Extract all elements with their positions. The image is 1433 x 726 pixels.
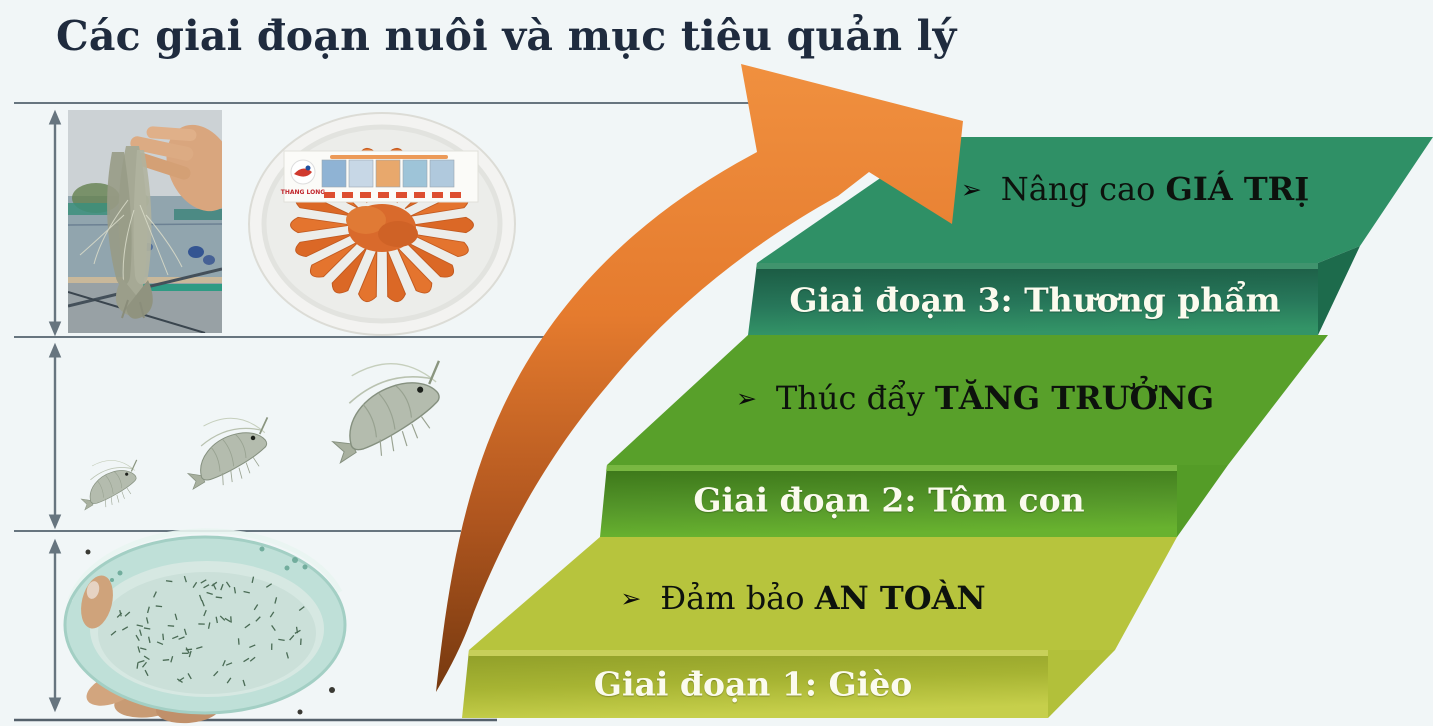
goal-stage2: ➢ Thúc đẩy TĂNG TRƯỞNG — [736, 379, 1214, 417]
step1-riser — [462, 650, 1048, 718]
goal-text: Thúc đẩy TĂNG TRƯỞNG — [775, 379, 1215, 417]
brand-label-band: THANG LONG — [281, 150, 479, 203]
stage1-label: Giai đoạn 1: Gièo — [593, 664, 913, 704]
step3-side — [1318, 246, 1360, 335]
step1-side — [1048, 650, 1115, 718]
stage3-label: Giai đoạn 3: Thương phẩm — [789, 280, 1281, 320]
goal-text: Đảm bảo AN TOÀN — [660, 579, 986, 617]
bullet-arrow-icon: ➢ — [960, 174, 982, 204]
updown-arrow-icon — [48, 538, 62, 713]
step2-side — [1177, 465, 1228, 537]
shrimp-fry-bowl-photo — [63, 528, 347, 724]
step1-tread — [469, 537, 1177, 650]
harvest-shrimp-photo — [68, 110, 222, 333]
platter-brand-text: THANG LONG — [281, 189, 326, 196]
bullet-arrow-icon: ➢ — [735, 383, 757, 413]
juvenile-shrimp-growth — [68, 337, 468, 518]
goal-stage1: ➢ Đảm bảo AN TOÀN — [620, 579, 985, 617]
page-title: Các giai đoạn nuôi và mục tiêu quản lý — [56, 12, 957, 60]
bullet-arrow-icon: ➢ — [620, 583, 642, 613]
shrimp-platter-photo: THANG LONG — [248, 112, 516, 336]
stairs-diagram — [462, 137, 1433, 718]
updown-arrow-icon — [48, 109, 62, 337]
stage2-label: Giai đoạn 2: Tôm con — [693, 480, 1085, 520]
step3-riser — [748, 263, 1318, 335]
growth-arrow-icon — [436, 64, 963, 692]
step2-tread — [607, 335, 1328, 465]
step2-riser — [600, 465, 1177, 537]
updown-arrow-icon — [48, 342, 62, 530]
goal-text: Nâng cao GIÁ TRỊ — [1000, 170, 1310, 208]
goal-stage3: ➢ Nâng cao GIÁ TRỊ — [961, 170, 1309, 208]
